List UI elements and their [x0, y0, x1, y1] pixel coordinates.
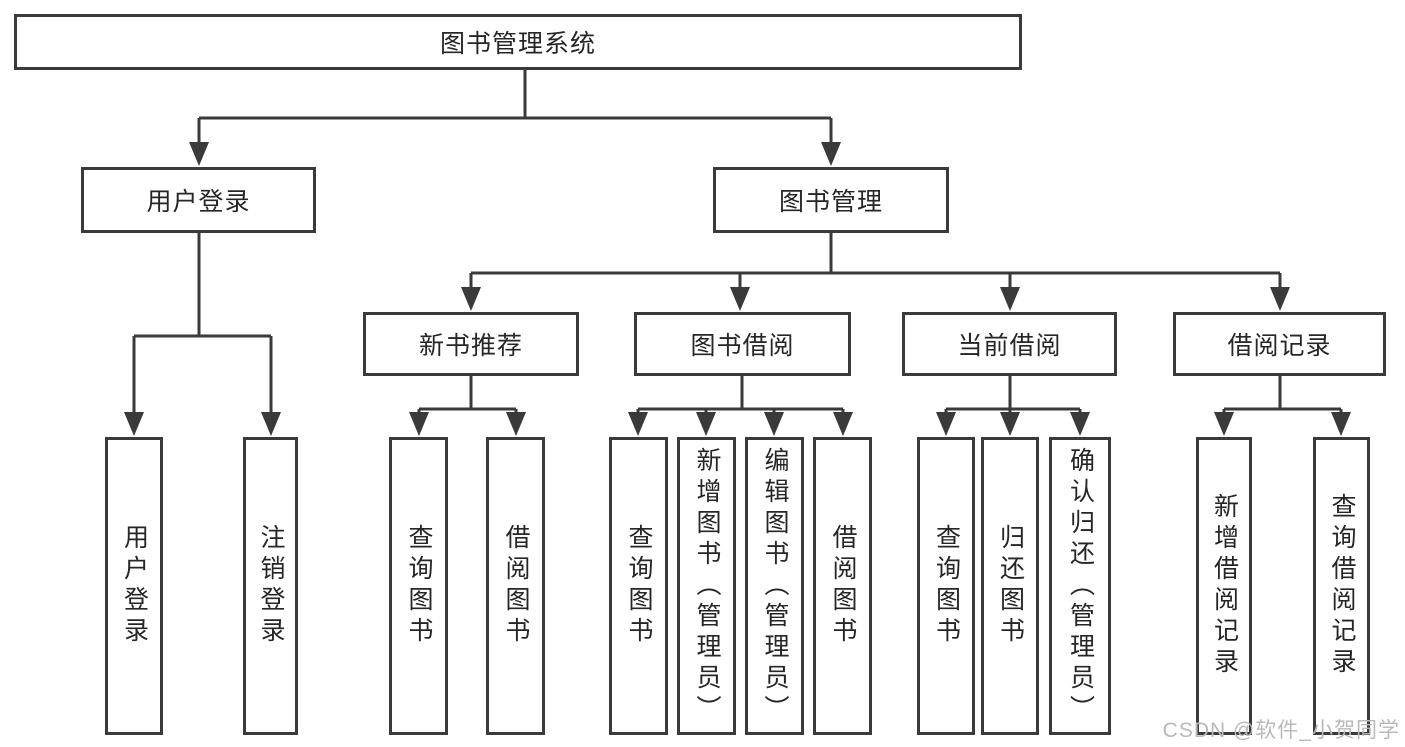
node-label-leaf-borrow-books: 借阅图书	[829, 524, 857, 648]
node-label-leaf-query-books-current: 查询图书	[932, 524, 961, 648]
node-library-management-system: 图书管理系统	[14, 14, 1022, 70]
node-label-leaf-edit-books-admin: 编辑图书（管理员）	[761, 446, 789, 726]
node-user-login-group: 用户登录	[81, 167, 316, 233]
node-label-leaf-add-borrow-record: 新增借阅记录	[1210, 493, 1239, 679]
node-borrowing-records: 借阅记录	[1173, 312, 1386, 376]
node-new-book-recommendation: 新书推荐	[363, 312, 579, 376]
node-label-new-book-recommendation: 新书推荐	[418, 332, 523, 360]
node-label-leaf-user-login: 用户登录	[120, 524, 149, 648]
node-leaf-user-login: 用户登录	[105, 437, 163, 735]
node-leaf-query-books-borrowing: 查询图书	[609, 437, 668, 735]
node-leaf-query-books-current: 查询图书	[917, 437, 975, 735]
node-book-management-group: 图书管理	[713, 167, 949, 233]
node-label-borrowing-records: 借阅记录	[1227, 332, 1332, 360]
node-label-root: 图书管理系统	[439, 30, 596, 58]
node-current-borrowing: 当前借阅	[902, 312, 1117, 376]
node-leaf-query-borrow-record: 查询借阅记录	[1313, 437, 1370, 735]
node-leaf-add-books-admin: 新增图书（管理员）	[677, 437, 736, 735]
arrowhead-icons	[124, 142, 1351, 436]
node-leaf-query-books-recommend: 查询图书	[389, 437, 448, 735]
node-leaf-confirm-return-admin: 确认归还（管理员）	[1049, 437, 1111, 735]
node-label-current-borrowing: 当前借阅	[957, 332, 1062, 360]
node-label-book-borrowing: 图书借阅	[690, 332, 795, 360]
node-label-leaf-logout: 注销登录	[257, 524, 285, 648]
node-label-leaf-add-books-admin: 新增图书（管理员）	[693, 446, 721, 726]
node-label-book-management: 图书管理	[778, 188, 883, 216]
node-label-leaf-query-books-recommend: 查询图书	[405, 524, 433, 648]
node-leaf-borrow-books-recommend: 借阅图书	[486, 437, 545, 735]
node-label-leaf-confirm-return-admin: 确认归还（管理员）	[1066, 446, 1095, 726]
node-leaf-add-borrow-record: 新增借阅记录	[1196, 437, 1252, 735]
node-leaf-logout: 注销登录	[243, 437, 298, 735]
csdn-watermark: CSDN @软件_小贺同学	[1162, 719, 1400, 742]
node-label-leaf-query-books-borrowing: 查询图书	[625, 524, 653, 648]
node-leaf-borrow-books: 借阅图书	[813, 437, 872, 735]
node-book-borrowing: 图书借阅	[634, 312, 851, 376]
node-label-leaf-query-borrow-record: 查询借阅记录	[1328, 493, 1356, 679]
node-label-leaf-borrow-books-recommend: 借阅图书	[502, 524, 530, 648]
node-label-leaf-return-books: 归还图书	[996, 524, 1025, 648]
node-label-user-login-group: 用户登录	[146, 188, 251, 216]
node-leaf-return-books: 归还图书	[981, 437, 1039, 735]
node-leaf-edit-books-admin: 编辑图书（管理员）	[745, 437, 804, 735]
